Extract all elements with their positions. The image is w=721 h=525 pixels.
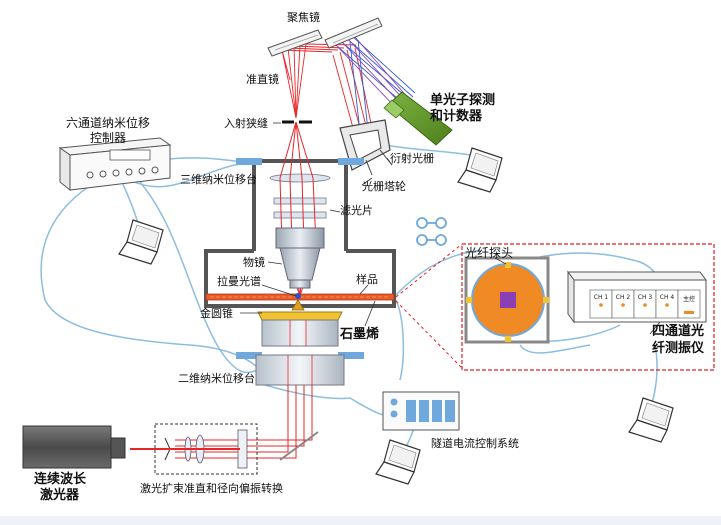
spectrometer-beams	[281, 34, 416, 136]
beam-expander-label: 激光扩束准直和径向偏振转换	[140, 482, 283, 495]
vibrometer-master: 主控	[682, 296, 695, 303]
filter-label: 滤光片	[340, 204, 373, 217]
two-axis-stage-label: 二维纳米位移台	[178, 372, 255, 385]
laptop-4	[375, 439, 421, 485]
single-photon-label-1: 单光子探测	[430, 93, 496, 108]
vibrometer-channel-1: CH 1	[593, 294, 609, 301]
graphene-label: 石墨烯	[340, 327, 380, 342]
six-channel-controller	[58, 137, 172, 192]
single-photon-detector	[383, 91, 453, 146]
cw-laser-label-1: 连续波长	[34, 472, 87, 487]
laptop-3	[628, 397, 674, 443]
collimator-mirror-label: 准直镜	[246, 73, 279, 86]
vibrometer-channel-4: CH 4	[659, 294, 675, 301]
single-photon-label-2: 和计数器	[430, 109, 483, 124]
vibrometer-label-2: 纤测振仪	[652, 341, 705, 356]
collimator-mirror	[267, 29, 323, 57]
objective-label: 物镜	[243, 256, 265, 269]
vibrometer-channel-3: CH 3	[637, 294, 653, 301]
laptop-2	[118, 219, 164, 265]
zoom-callout-lines	[395, 243, 463, 369]
diffraction-grating-label: 衍射光栅	[390, 152, 434, 165]
filter-lenses	[269, 173, 331, 219]
bottom-band	[0, 516, 721, 525]
sample-strip	[205, 293, 395, 301]
six-channel-label-2: 控制器	[90, 131, 127, 145]
three-axis-stage-label: 三维纳米位移台	[180, 173, 257, 186]
stage2-mount-right	[338, 352, 364, 359]
label-leaders	[240, 122, 661, 335]
tunneling-controller	[382, 391, 460, 431]
fiber-probe-frame	[464, 256, 550, 344]
two-axis-stage-body	[255, 354, 345, 386]
beam-expander-box	[130, 423, 258, 475]
tunneling-control-label: 隧道电流控制系统	[431, 437, 519, 450]
vibrometer-unit	[567, 270, 707, 324]
fiber-probe-label: 光纤探头	[465, 246, 514, 260]
fiber-detail-box	[461, 243, 715, 371]
sample-label: 样品	[356, 273, 378, 286]
entrance-slit-label: 入射狭缝	[224, 117, 268, 130]
laptop-1	[457, 147, 503, 193]
quadrant-icon	[416, 217, 447, 246]
gold-tip-stage	[257, 299, 343, 347]
turning-mirror	[279, 431, 319, 461]
stage-mount-right	[338, 158, 364, 165]
raman-spectrum-label: 拉曼光谱	[217, 275, 261, 288]
grating-turret-label: 光栅塔轮	[362, 180, 406, 193]
six-channel-label-1: 六通道纳米位移	[66, 116, 151, 130]
cw-laser-label-2: 激光器	[40, 488, 80, 503]
grating-turret	[339, 119, 393, 176]
gold-tip-label: 金圆锥	[200, 307, 233, 320]
vibrometer-channel-2: CH 2	[615, 294, 631, 301]
focus-mirror	[324, 17, 383, 49]
vibrometer-label-1: 四通道光	[652, 324, 705, 339]
cw-laser	[22, 425, 126, 469]
lower-beam	[175, 385, 313, 459]
stage-mount-left	[236, 158, 262, 165]
objective-lens	[275, 227, 325, 289]
stage2-mount-left	[236, 352, 262, 359]
focus-mirror-label: 聚焦镜	[287, 11, 320, 24]
